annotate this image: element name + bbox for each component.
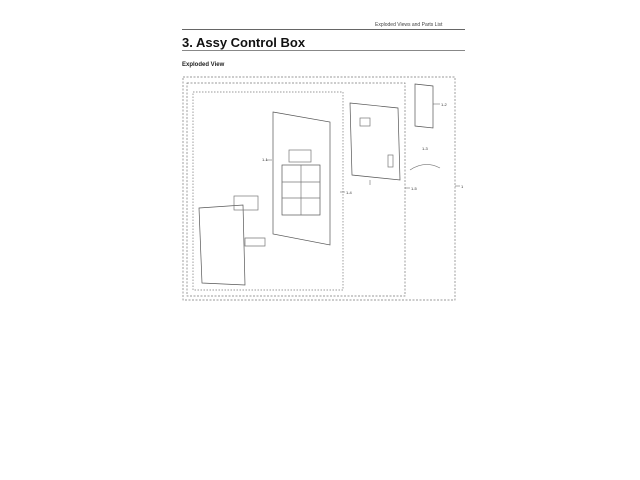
pcb-bracket [349,102,401,181]
part-label: 1-5 [411,186,418,191]
membrane-sheet [198,204,246,286]
front-panel [272,111,331,246]
connector [244,237,266,247]
outer-boundary [182,76,456,301]
section-header: Exploded Views and Parts List [375,22,443,28]
knob-cover [414,83,434,129]
page-title: 3. Assy Control Box [182,35,306,50]
rotation-arrow [409,164,441,171]
part-label: 1 [461,184,464,189]
part-label: 1-2 [441,102,448,107]
display-window [288,149,312,163]
part-label: 1-3 [422,146,429,151]
label-plate [233,195,259,211]
assembly-boundary [186,82,406,297]
front-panel-boundary [192,91,344,291]
title-rule [182,50,465,51]
part-label: 1-1 [262,157,269,162]
header-rule [182,29,465,30]
part-label: 1-4 [346,190,353,195]
subtitle: Exploded View [182,62,225,68]
